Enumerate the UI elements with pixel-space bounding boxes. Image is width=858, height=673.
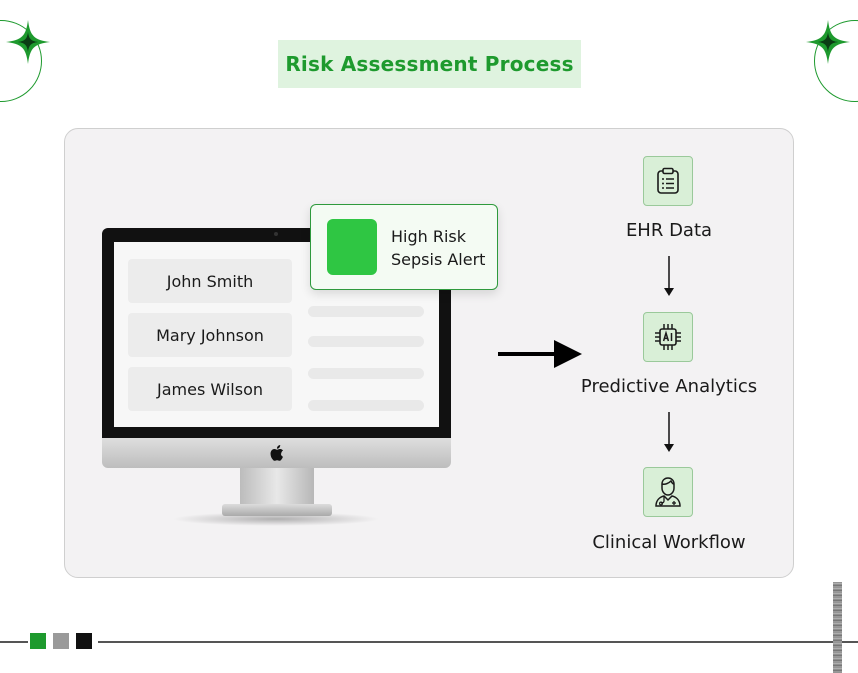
monitor-base (222, 504, 332, 516)
footer-line-right (98, 641, 858, 643)
monitor-neck (240, 468, 314, 506)
title-box: Risk Assessment Process (278, 40, 581, 88)
patient-name: Mary Johnson (156, 325, 264, 345)
alert-line-1: High Risk (391, 227, 467, 246)
predictive-analytics-icon-box (643, 312, 693, 362)
down-arrow-icon (664, 256, 674, 296)
footer-square-gray (53, 633, 69, 649)
flow-step-clinical-workflow: Clinical Workflow (592, 532, 746, 553)
sparkle-icon-left (6, 20, 50, 64)
monitor-chin (102, 438, 451, 468)
page-title: Risk Assessment Process (285, 52, 574, 76)
patient-name: James Wilson (157, 379, 263, 399)
footer-square-black (76, 633, 92, 649)
footer-line-left (0, 641, 28, 643)
alert-line-2: Sepsis Alert (391, 250, 486, 269)
patient-card-2: Mary Johnson (128, 313, 292, 357)
flow-step-predictive-analytics: Predictive Analytics (580, 376, 758, 397)
sparkle-icon-right (806, 20, 850, 64)
ehr-data-icon-box (643, 156, 693, 206)
edge-texture (833, 582, 842, 673)
clipboard-icon (657, 167, 679, 194)
down-arrow-icon (664, 412, 674, 452)
apple-logo-icon (270, 445, 283, 461)
right-arrow-icon (498, 340, 582, 368)
placeholder-bar (308, 336, 424, 347)
placeholder-bar (308, 400, 424, 411)
ai-chip-icon (655, 324, 681, 350)
placeholder-bar (308, 368, 424, 379)
footer-square-green (30, 633, 46, 649)
patient-card-3: James Wilson (128, 367, 292, 411)
patient-card-1: John Smith (128, 259, 292, 303)
doctor-icon (655, 477, 681, 507)
patient-name: John Smith (166, 271, 254, 291)
alert-indicator (327, 219, 377, 275)
flow-step-ehr-data: EHR Data (625, 220, 713, 241)
placeholder-bar (308, 306, 424, 317)
clinical-workflow-icon-box (643, 467, 693, 517)
camera-dot (274, 232, 278, 236)
sepsis-alert-popup: High Risk Sepsis Alert (310, 204, 498, 290)
alert-text: High Risk Sepsis Alert (391, 225, 485, 271)
